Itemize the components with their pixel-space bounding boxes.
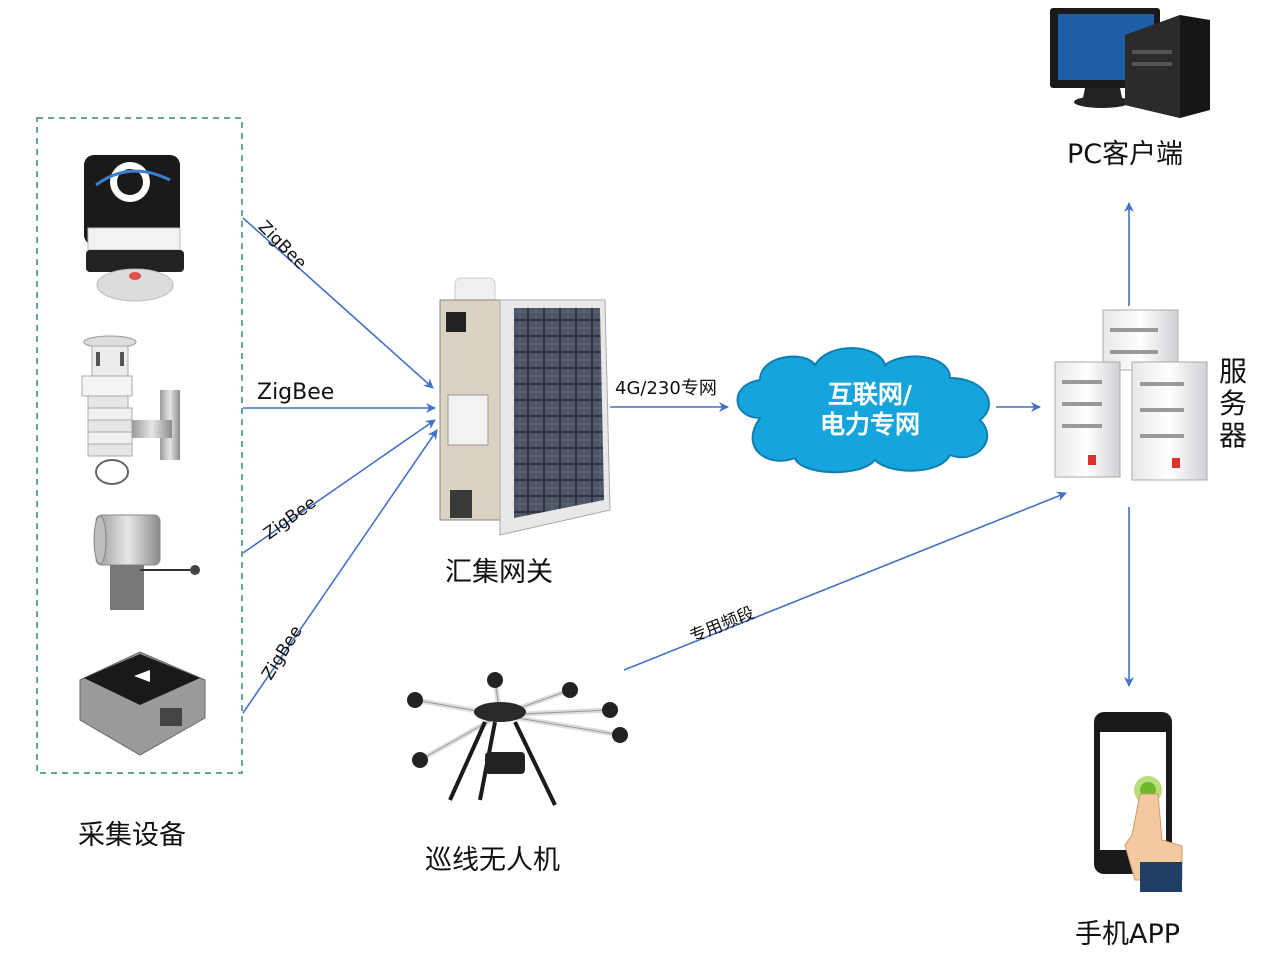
- server-label: 服务器: [1218, 355, 1247, 452]
- tilt-sensor-icon: [79, 651, 206, 756]
- gateway-label: 汇集网关: [445, 557, 553, 588]
- cloud-icon: [736, 347, 990, 474]
- mobile-app-label: 手机APP: [1075, 919, 1181, 950]
- uplink-label: 4G/230专网: [615, 378, 717, 399]
- collect-devices-label: 采集设备: [78, 820, 186, 851]
- zigbee-label-2: ZigBee: [257, 380, 335, 405]
- network-label-line1: 互联网/: [827, 380, 913, 409]
- weather-station-icon: [81, 335, 180, 485]
- server-icon: [1054, 309, 1208, 481]
- gateway-solar-panel-icon: [439, 277, 611, 536]
- phone-icon: [1094, 712, 1183, 892]
- drone-label: 巡线无人机: [425, 845, 560, 876]
- current-sensor-icon: [84, 155, 184, 302]
- pc-icon: [1050, 8, 1210, 118]
- pc-client-label: PC客户端: [1067, 139, 1184, 170]
- collect-devices-box: [36, 117, 243, 774]
- network-label-line2: 电力专网: [819, 410, 920, 439]
- tension-sensor-icon: [93, 514, 200, 610]
- drone-icon: [407, 672, 628, 806]
- network-label: 互联网/ 电力专网: [780, 380, 960, 440]
